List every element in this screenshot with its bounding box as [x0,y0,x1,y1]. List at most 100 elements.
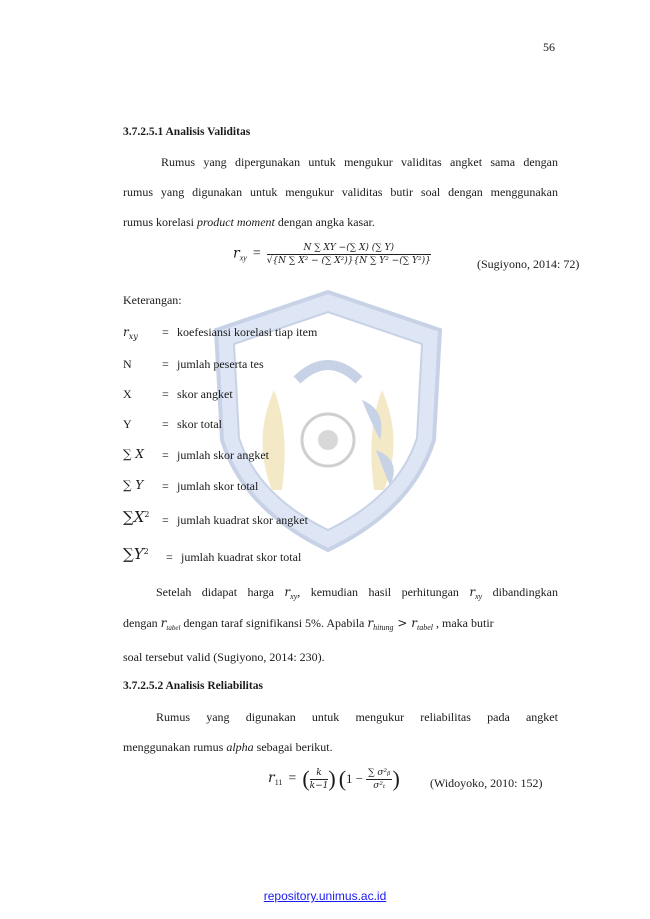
paragraph-line: rumus yang digunakan untuk mengukur vali… [123,185,558,199]
paragraph-line: Rumus yang digunakan untuk mengukur reli… [156,710,558,725]
right-paren: ) [328,766,336,791]
definition-equals: = [162,325,169,339]
word: pada [487,710,510,724]
word: Rumus [156,710,191,724]
math-subscript: tabel [417,623,433,632]
definition-equals: = [166,550,173,564]
text: menggunakan rumus [123,740,227,754]
math-subscript: xy [290,592,298,601]
definition-text: jumlah skor total [177,479,259,493]
definition-symbol: ∑ X [123,447,144,461]
paragraph-line: Rumus yang dipergunakan untuk mengukur v… [161,155,558,169]
equals-sign: = [288,770,297,786]
symbol-text: r [123,325,129,339]
keterangan-label: Keterangan: [123,293,182,307]
symbol-superscript: 2 [143,547,149,556]
formula-lhs: r [233,245,240,262]
citation: (Sugiyono, 2014: 72) [477,257,580,271]
text: dengan [123,616,161,630]
symbol-superscript: 2 [144,510,150,519]
text: rumus korelasi [123,215,197,229]
university-watermark-logo [212,289,444,553]
section-heading-reliabilitas: 3.7.2.5.2 Analisis Reliabilitas [123,680,263,692]
symbol-subscript: xy [128,332,138,341]
word: kemudian [310,585,359,599]
paragraph-line: soal tersebut valid (Sugiyono, 2014: 230… [123,650,325,664]
math-subscript: hitung [373,623,394,632]
math-symbol: r [367,616,374,630]
one-minus: 1 − [346,771,364,786]
math-symbol: r [469,585,476,599]
page-number: 56 [543,40,555,54]
definition-symbol: ∑Y2 [123,545,149,563]
text: , maka butir [433,616,494,630]
paragraph-line: Setelah didapat harga rxy, kemudian hasi… [156,585,558,601]
word: reliabilitas [420,710,471,724]
formula-lhs: r [268,769,275,786]
math-subscript: tabel [166,624,181,632]
citation: (Widoyoko, 2010: 152) [430,776,543,790]
definition-symbol: ∑X2 [123,508,149,526]
word: mengukur [355,710,405,724]
formula-denominator: √{N ∑ X² − (∑ X²)}{N ∑ Y² −(∑ Y²)} [266,256,431,266]
definition-text: skor angket [177,387,233,401]
word: yang [206,710,230,724]
text: sebagai berikut. [253,740,333,754]
math-symbol: r [160,616,167,630]
definition-symbol: Y [123,417,132,431]
word: untuk [311,710,340,724]
word: didapat [201,585,238,599]
definition-equals: = [162,417,169,431]
definition-symbol: ∑ Y [123,478,144,492]
definition-symbol: rxy [123,325,138,341]
word: Setelah [156,585,192,599]
formula-fraction: N ∑ XY −(∑ X) (∑ Y) √{N ∑ X² − (∑ X²)}{N… [266,243,431,266]
paragraph-line: menggunakan rumus alpha sebagai berikut. [123,740,558,755]
inline-math: rxy [469,585,482,601]
fraction-numerator: k [309,768,329,780]
definition-equals: = [162,448,169,462]
definition-text: skor total [177,417,222,431]
symbol-text: ∑Y [123,545,144,563]
text: dengan taraf signifikansi 5%. Apabila [180,616,368,630]
definition-symbol: X [123,387,132,401]
fraction-numerator: ∑ σ²ᵦ [366,767,393,780]
math-operator: > [393,616,412,630]
equals-sign: = [252,246,261,262]
word: angket [525,710,558,724]
repository-link[interactable]: repository.unimus.ac.id [263,889,387,903]
fraction-denominator: k−1 [309,780,329,791]
definition-text: jumlah peserta tes [177,357,264,371]
symbol-text: ∑X [123,508,145,526]
definition-equals: = [162,357,169,371]
definition-text: jumlah kuadrat skor angket [177,513,308,527]
paragraph-line: dengan rtabel dengan taraf signifikansi … [123,616,558,632]
word: hasil [368,585,392,599]
formula-numerator: N ∑ XY −(∑ X) (∑ Y) [266,243,431,255]
word: perhitungan [401,585,459,599]
emphasis-text: product moment [197,215,275,229]
definition-text: jumlah skor angket [177,448,269,462]
right-paren: ) [392,766,400,791]
punctuation: , [297,585,301,599]
left-paren: ( [302,766,310,791]
math-symbol: r [284,585,291,599]
left-paren: ( [338,766,347,791]
definition-symbol: N [123,357,132,371]
formula-lhs-subscript: 11 [274,777,283,787]
definition-text: jumlah kuadrat skor total [181,550,302,564]
definition-text: koefesiansi korelasi tiap item [177,325,318,339]
word: harga [247,585,274,599]
formula-lhs-subscript: xy [239,253,247,263]
inline-math: rxy, [284,585,300,601]
emphasis-text: alpha [226,740,254,754]
correlation-formula: rxy = N ∑ XY −(∑ X) (∑ Y) √{N ∑ X² − (∑ … [233,243,431,266]
definition-equals: = [162,513,169,527]
definition-equals: = [162,387,169,401]
word: digunakan [245,710,296,724]
math-symbol: r [411,616,417,630]
definition-equals: = [162,479,169,493]
